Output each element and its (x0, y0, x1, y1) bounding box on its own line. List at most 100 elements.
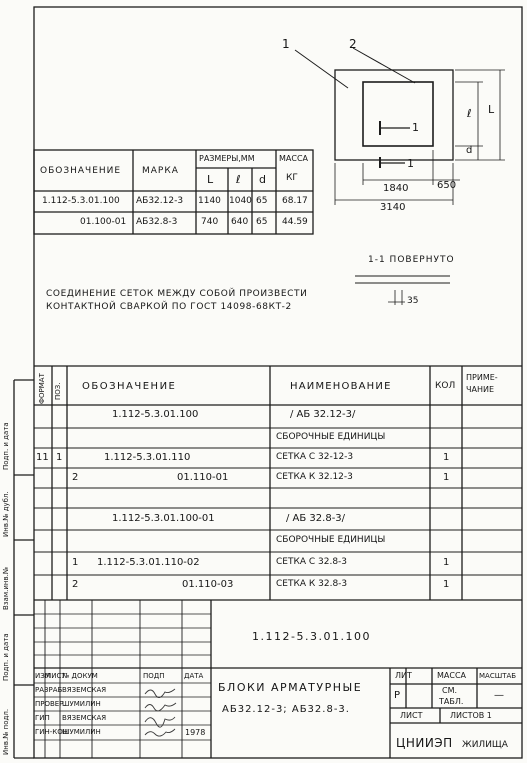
dims-header-designation: Обозначение (40, 166, 122, 176)
spec-row-1-name: / АБ 32.12-3/ (290, 409, 356, 420)
spec-row-3-name: Сетка С 32-12-3 (276, 452, 354, 462)
spec-header-note-2: чание (466, 385, 495, 394)
dimension-1840: 1840 (383, 183, 409, 194)
spec-row-9-designation: 01.110-03 (182, 579, 234, 590)
sidebar-label-original-inv: Инв.№ подл. (2, 708, 10, 755)
title-block-doc-code: 1.112-5.3.01.100 (252, 630, 371, 643)
dims-row-1-d: 65 (256, 196, 268, 206)
tb-header-doc: № докум (62, 672, 98, 680)
dims-header-mark: Марка (142, 166, 179, 176)
tb-header-date: Дата (184, 672, 204, 680)
tb-header-sign: Подп (143, 672, 165, 680)
tb-header-izm: Изм (35, 672, 51, 680)
sidebar-label-subscription-date-1: Подп. и дата (2, 422, 10, 470)
tb-mass-header: Масса (437, 671, 467, 680)
spec-row-3-format: 11 (36, 452, 49, 463)
dimension-small-l: ℓ (467, 107, 472, 120)
spec-row-9-pos: 2 (72, 579, 79, 590)
spec-header-format: Формат (38, 373, 46, 404)
dims-row-2-L: 740 (201, 217, 219, 227)
spec-header-designation: Обозначение (82, 381, 177, 392)
dims-header-d: d (259, 173, 266, 186)
dims-row-1-l: 1040 (229, 196, 252, 206)
sidebar-label-duplicate-inv: Инв.№ дубл. (2, 491, 10, 537)
dims-header-l: ℓ (236, 173, 241, 186)
dims-row-2-mass: 44.59 (282, 217, 308, 227)
tb-lit-value: Р (394, 690, 401, 701)
tb-role-checker: Провер. (35, 700, 66, 708)
dims-row-1-mass: 68.17 (282, 196, 308, 206)
spec-row-4-qty: 1 (443, 472, 450, 483)
signature-marks (144, 688, 177, 737)
tb-role-developer: Разраб (35, 686, 63, 694)
sidebar-cell-4: Подп. и дата (0, 615, 14, 685)
tb-name-checker: Шумилин (62, 700, 101, 708)
tb-name-developer: Вяземская (62, 686, 107, 694)
tb-title-line-2: АБ32.12-3; АБ32.8-3. (222, 704, 350, 715)
spec-header-name: Наименование (290, 381, 392, 392)
dims-row-1-designation: 1.112-5.3.01.100 (42, 196, 120, 206)
sidebar-cell-1: Подп. и дата (0, 380, 14, 475)
leader-label-2: 2 (349, 37, 357, 51)
tb-mass-value-2: табл. (439, 697, 464, 706)
tb-role-chief-engineer: ГИП (35, 714, 50, 722)
spec-row-8-name: Сетка С 32.8-3 (276, 557, 348, 567)
dims-row-2-mark: АБ32.8-3 (136, 217, 178, 227)
spec-row-8-designation: 1.112-5.3.01.110-02 (97, 557, 200, 568)
dims-row-2-designation: 01.100-01 (80, 217, 127, 227)
spec-header-pos: Поз. (54, 382, 62, 401)
tb-lit-header: Лит (395, 671, 412, 680)
sidebar-cell-2: Инв.№ дубл. (0, 475, 14, 540)
tb-title-line-1: Блоки арматурные (218, 681, 363, 694)
dims-row-1-mark: АБ32.12-3 (136, 196, 184, 206)
spec-row-9-qty: 1 (443, 579, 450, 590)
spec-header-qty: Кол (435, 381, 456, 391)
section-title: 1-1 повернуто (368, 255, 455, 265)
dims-header-sizes: Размеры,мм (199, 154, 255, 163)
sidebar-cell-3: Взам.инв.№ (0, 540, 14, 615)
tb-name-chief-engineer: Вяземская (62, 714, 107, 722)
dimension-big-l: L (488, 103, 495, 116)
section-mark-top: 1 (412, 121, 419, 134)
spec-row-8-pos: 1 (72, 557, 79, 568)
dims-row-2-l: 640 (231, 217, 249, 227)
sidebar-cell-5: Инв.№ подл. (0, 685, 14, 758)
tb-mass-value-1: см. (442, 686, 458, 695)
spec-row-4-name: Сетка К 32.12-3 (276, 472, 353, 482)
tb-sheet-header: Лист (400, 711, 423, 720)
dimension-650: 650 (437, 180, 457, 191)
spec-row-3-pos: 1 (56, 452, 63, 463)
spec-row-1-designation: 1.112-5.3.01.100 (112, 409, 199, 420)
sidebar-label-replacement-inv: Взам.инв.№ (2, 566, 10, 610)
spec-row-6-name: / АБ 32.8-3/ (286, 513, 346, 524)
tb-scale-value: — (494, 690, 504, 701)
spec-row-7-name: Сборочные единицы (276, 535, 386, 545)
spec-row-9-name: Сетка К 32.8-3 (276, 579, 348, 589)
spec-header-note-1: Приме- (466, 373, 498, 382)
dims-row-1-L: 1140 (198, 196, 221, 206)
section-mark-bottom: 1 (407, 157, 414, 170)
section-dimension-35: 35 (407, 296, 419, 306)
sidebar-label-subscription-date-2: Подп. и дата (2, 633, 10, 681)
dimension-d: d (466, 145, 473, 156)
tb-org-name: ЦНИИЭП (396, 736, 453, 750)
spec-row-4-pos: 2 (72, 472, 79, 483)
note-line-1: Соединение сеток между собой произвести (46, 289, 308, 299)
tb-year: 1978 (185, 728, 206, 737)
tb-scale-header: Масштаб (479, 672, 517, 680)
dimension-3140: 3140 (380, 202, 406, 213)
leader-label-1: 1 (282, 37, 290, 51)
dims-header-mass: Масса (279, 154, 309, 163)
spec-row-6-designation: 1.112-5.3.01.100-01 (112, 513, 215, 524)
tb-sheets-header: Листов 1 (450, 711, 492, 720)
dims-header-kg: кг (286, 173, 298, 183)
tb-org-suffix: жилища (462, 740, 508, 750)
tb-role-norm-control: Гин-кон (35, 728, 69, 736)
dims-header-L: L (207, 173, 214, 186)
note-line-2: контактной сваркой по ГОСТ 14098-68кт-2 (46, 302, 292, 312)
spec-row-4-designation: 01.110-01 (177, 472, 229, 483)
dims-row-2-d: 65 (256, 217, 268, 227)
spec-row-8-qty: 1 (443, 557, 450, 568)
spec-row-3-qty: 1 (443, 452, 450, 463)
